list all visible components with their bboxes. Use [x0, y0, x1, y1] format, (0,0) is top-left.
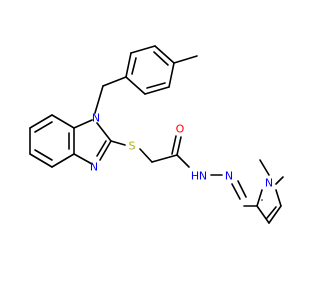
bond [146, 82, 166, 89]
bond [231, 183, 241, 200]
atom-n-pyrrole: N [265, 177, 273, 190]
bond [51, 153, 75, 168]
atom-nh: N [199, 170, 207, 183]
bond [144, 86, 170, 95]
molecule-structure: N N S O N H N N [29, 45, 284, 224]
bond [131, 57, 137, 75]
bond [275, 176, 284, 185]
molecule-canvas: N N S O N H N N [29, 45, 284, 224]
atom-labels: N N S O N H N N [90, 112, 273, 190]
bond [73, 153, 93, 165]
bond [34, 149, 53, 161]
bond [173, 55, 198, 64]
bond [125, 76, 146, 95]
bond [259, 159, 270, 176]
bond [237, 180, 247, 198]
bond [102, 76, 127, 87]
bond [94, 85, 104, 114]
atom-n3: N [90, 161, 98, 174]
atom-n-imine: N [225, 170, 233, 183]
bond [110, 140, 126, 146]
bond [125, 52, 132, 78]
bonds [29, 45, 284, 224]
bond [34, 121, 53, 133]
bond [29, 114, 53, 129]
bond [176, 154, 190, 168]
bond [96, 140, 107, 157]
bond [171, 135, 177, 155]
atom-s: S [129, 140, 136, 153]
atom-h: H [191, 170, 199, 183]
bond [256, 205, 270, 224]
bond [73, 119, 93, 129]
bond [139, 148, 153, 163]
bond [153, 51, 169, 66]
bond [268, 205, 282, 224]
bond [130, 45, 156, 54]
bond [99, 140, 112, 161]
bond [256, 189, 263, 207]
bond [29, 153, 53, 168]
bond [96, 122, 112, 142]
atom-n1: N [92, 112, 100, 125]
bond [266, 206, 277, 219]
bond [168, 62, 175, 88]
bond [176, 136, 182, 156]
bond [151, 154, 178, 163]
bond [275, 189, 282, 207]
bond [154, 45, 175, 64]
bond [51, 114, 75, 129]
atom-o: O [176, 123, 185, 136]
